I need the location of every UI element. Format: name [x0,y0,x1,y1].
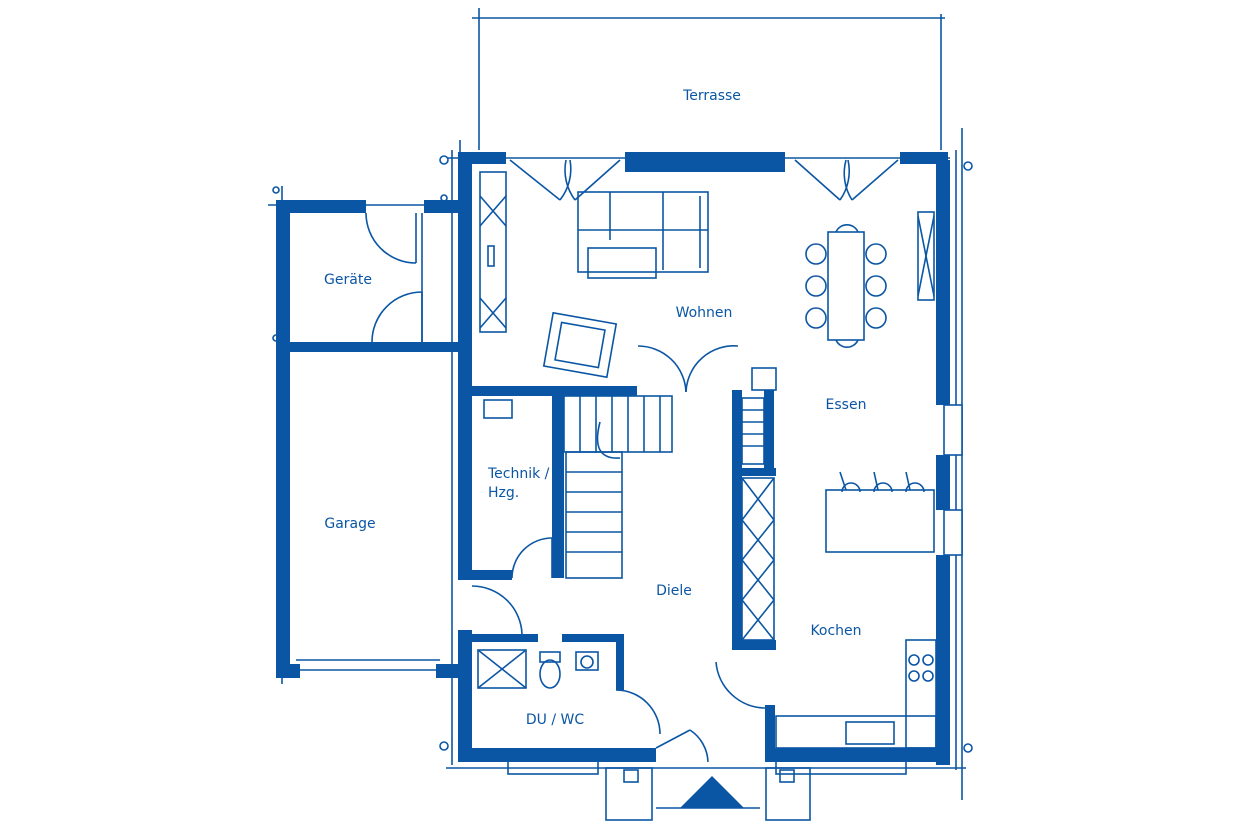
corner-markers [272,155,973,753]
living-double-door [637,345,739,393]
armchair [542,311,618,379]
technik-fixtures [483,399,553,579]
entrance-arrow [680,776,744,808]
label-technik: Technik / [487,466,550,482]
kitchen-wall-unit [741,367,777,465]
garage-sketch [268,186,460,684]
label-geraete: Geräte [324,272,372,288]
terrace-outline [459,8,963,800]
wc-fixtures [477,649,599,689]
label-hzg: Hzg. [488,485,519,501]
label-essen: Essen [826,397,867,413]
label-terrasse: Terrasse [682,88,741,104]
kitchen-island [825,471,935,553]
kitchen-storage [741,477,775,641]
label-wohnen: Wohnen [676,305,733,321]
terrace-doors [509,159,899,201]
sideboard-essen [917,211,935,301]
outer-sketch-lines [446,150,966,770]
sofa [577,191,709,279]
label-diele: Diele [656,583,692,599]
label-garage: Garage [324,516,375,532]
garage-walls [276,200,458,678]
window-marks [943,404,963,556]
label-kochen: Kochen [810,623,861,639]
staircase [563,395,673,579]
label-du-wc: DU / WC [526,712,584,728]
geraete-doors [365,212,423,343]
kitchen-counter [775,639,937,749]
dining-table [805,224,887,348]
interior-walls [458,386,776,755]
diele-doors [471,585,766,763]
shelf-wohnen [479,171,507,333]
